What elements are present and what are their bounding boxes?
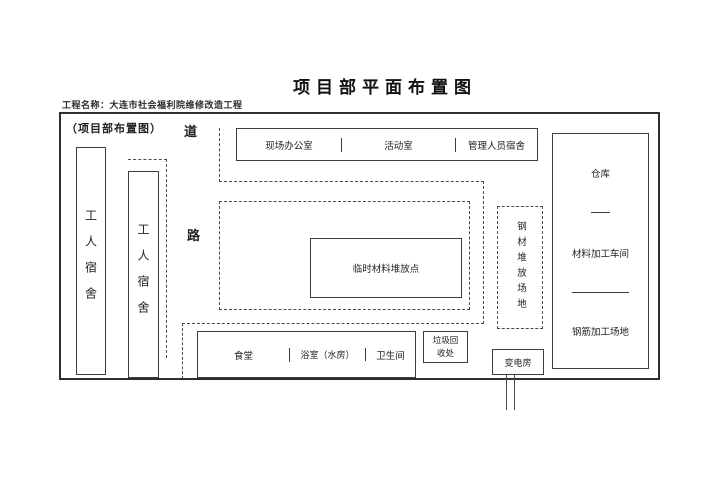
road-label-bottom: 路 — [187, 228, 201, 243]
worker-dorm-left-box: 工人宿舍 — [76, 147, 106, 375]
plan-outer-border — [59, 112, 660, 380]
project-name-label: 工程名称：大连市社会福利院维修改造工程 — [62, 100, 243, 110]
transformer-room-box: 变电房 — [492, 349, 544, 375]
activity-room-box: 活动室 — [342, 137, 456, 152]
steel-yard-dashed-box: 钢材堆放场地 — [497, 206, 543, 329]
yard-boundary-dashed-bottom — [182, 323, 484, 324]
transformer-room-label: 变电房 — [504, 357, 532, 368]
bathroom-box: 浴室（水房） — [290, 348, 366, 361]
warehouse-label: 仓库 — [590, 169, 610, 180]
activity-room-label: 活动室 — [384, 140, 413, 152]
dorm-boundary-dashed-top — [128, 159, 167, 160]
material-workshop-box: 材料加工车间 — [571, 213, 629, 293]
top-building-row: 现场办公室 活动室 管理人员宿舍 — [236, 128, 538, 161]
garbage-collection-label: 垃圾回收处 — [432, 334, 459, 358]
yard-boundary-dashed-left — [219, 128, 220, 182]
bathroom-label: 浴室（水房） — [300, 350, 355, 360]
steel-yard-label: 钢材堆放场地 — [515, 221, 526, 314]
site-office-label: 现场办公室 — [265, 140, 313, 152]
material-workshop-label: 材料加工车间 — [571, 248, 629, 260]
warehouse-box: 仓库 — [590, 134, 610, 213]
worker-dorm-right-box: 工人宿舍 — [128, 171, 159, 378]
worker-dorm-left-label: 工人宿舍 — [83, 209, 98, 313]
garbage-collection-box: 垃圾回收处 — [423, 331, 468, 363]
bottom-building-row: 食堂 浴室（水房） 卫生间 — [197, 331, 416, 378]
right-building-column: 仓库 材料加工车间 钢筋加工场地 — [552, 133, 649, 369]
toilet-box: 卫生间 — [366, 348, 415, 362]
management-dorm-label: 管理人员宿舍 — [467, 140, 525, 152]
rebar-yard-box: 钢筋加工场地 — [572, 293, 629, 368]
road-label-top: 道 — [184, 124, 198, 139]
material-yard-dashed-area — [219, 201, 470, 310]
temp-material-box: 临时材料堆放点 — [310, 238, 462, 298]
page-title: 项目部平面布置图 — [293, 78, 477, 97]
toilet-label: 卫生间 — [376, 350, 405, 362]
plan-caption: （项目部布置图） — [66, 123, 162, 135]
yard-boundary-dashed-top — [219, 181, 484, 182]
canteen-box: 食堂 — [198, 347, 290, 362]
canteen-label: 食堂 — [233, 350, 253, 362]
temp-material-label: 临时材料堆放点 — [352, 264, 420, 275]
yard-boundary-dashed-right — [483, 181, 484, 324]
site-office-box: 现场办公室 — [237, 137, 342, 152]
rebar-yard-label: 钢筋加工场地 — [571, 326, 629, 338]
power-line-left — [506, 375, 507, 410]
dorm-boundary-dashed-right — [166, 159, 167, 358]
power-line-right — [514, 375, 515, 410]
canteen-boundary-dashed-left — [182, 323, 183, 379]
worker-dorm-right-label: 工人宿舍 — [136, 222, 150, 327]
management-dorm-box: 管理人员宿舍 — [456, 138, 537, 152]
